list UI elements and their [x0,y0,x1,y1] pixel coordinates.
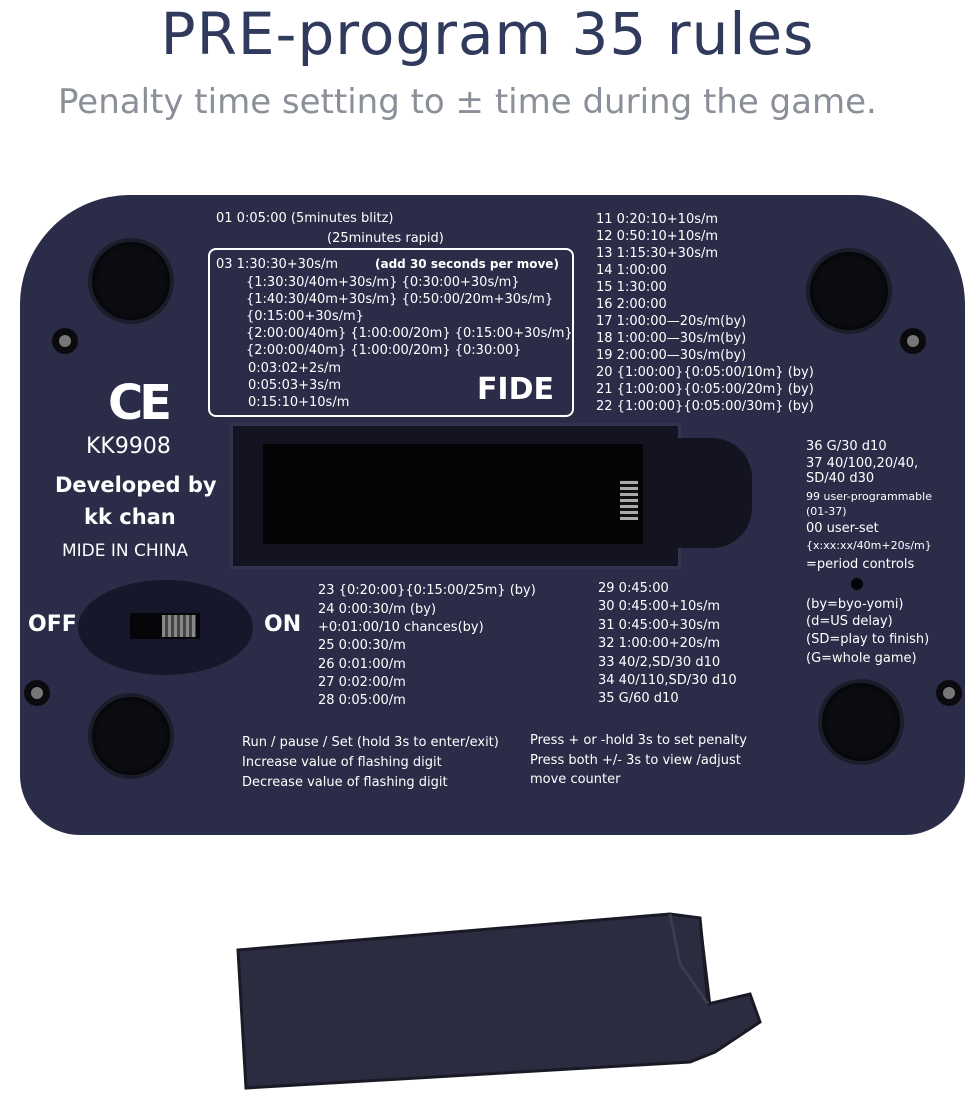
rubber-foot-top-right [810,252,888,330]
rule-row: 25 0:00:30/m [318,638,406,653]
power-switch-housing [78,580,253,675]
screw-icon [24,680,50,706]
instruction-move-counter: move counter [530,772,621,787]
ce-mark: CE [108,375,172,431]
rule-row: 13 1:15:30+30s/m [596,246,719,261]
rule-row: 14 1:00:00 [596,263,667,278]
rubber-foot-bottom-left [92,697,170,775]
rule-row: 12 0:50:10+10s/m [596,229,719,244]
rule-03-note: (add 30 seconds per move) [375,257,559,271]
screw-icon [900,328,926,354]
rule-99: 99 user-programmable [806,490,932,503]
rule-row: 19 2:00:00—30s/m(by) [596,348,747,363]
rule-37-cont: SD/40 d30 [806,471,875,486]
rule-row: 24 0:00:30/m (by) [318,602,437,617]
battery-cover-lid[interactable] [230,912,770,1092]
rule-37: 37 40/100,20/40, [806,456,919,471]
rule-row: 23 {0:20:00}{0:15:00/25m} (by) [318,583,536,598]
rule-00-format: {x:xx:xx/40m+20s/m} [806,539,932,552]
instruction-penalty: Press + or -hold 3s to set penalty [530,733,747,748]
battery-compartment [230,423,681,569]
rule-row: 17 1:00:00—20s/m(by) [596,314,747,329]
legend-g: (G=whole game) [806,651,917,666]
fide-row: {2:00:00/40m} {1:00:00/20m} {0:30:00} [246,343,522,358]
rule-row: 28 0:05:00/m [318,693,406,708]
fide-row: {2:00:00/40m} {1:00:00/20m} {0:15:00+30s… [246,326,573,341]
instruction-decrease: Decrease value of flashing digit [242,775,448,790]
fide-rules-box: 03 1:30:30+30s/m (add 30 seconds per mov… [208,248,574,417]
fide-row: 0:15:10+10s/m [248,395,350,410]
developer-line2: kk chan [84,505,176,529]
rule-00: 00 user-set [806,521,879,536]
rule-row: 34 40/110,SD/30 d10 [598,673,737,688]
rule-row: 30 0:45:00+10s/m [598,599,721,614]
model-number: KK9908 [86,434,171,459]
developer-line1: Developed by [55,473,217,497]
legend-by: (by=byo-yomi) [806,597,904,612]
fide-row: {1:30:30/40m+30s/m} {0:30:00+30s/m} [246,275,520,290]
rule-36: 36 G/30 d10 [806,439,887,454]
rule-00-desc: =period controls [806,557,915,572]
rule-row: 33 40/2,SD/30 d10 [598,655,721,670]
fide-row: {0:15:00+30s/m} [246,309,364,324]
fide-row: 0:05:03+3s/m [248,378,342,393]
fide-row: 0:03:02+2s/m [248,361,342,376]
rule-row: 26 0:01:00/m [318,657,406,672]
origin-label: MIDE IN CHINA [62,541,189,561]
power-switch-slot [130,613,200,639]
rule-row: 32 1:00:00+20s/m [598,636,721,651]
instruction-view: Press both +/- 3s to view /adjust [530,753,741,768]
rule-row: +0:01:00/10 chances(by) [318,620,484,635]
rule-row: 31 0:45:00+30s/m [598,618,721,633]
rule-99-range: (01-37) [806,505,847,518]
rubber-foot-bottom-right [822,683,900,761]
screw-icon [52,328,78,354]
instruction-run: Run / pause / Set (hold 3s to enter/exit… [242,735,499,750]
rule-row: 16 2:00:00 [596,297,667,312]
page-subtitle: Penalty time setting to ± time during th… [58,82,877,122]
fide-badge: FIDE [476,372,554,407]
power-switch[interactable] [162,615,196,637]
battery-spring-icon [620,480,638,520]
fide-row: {1:40:30/40m+30s/m} {0:50:00/20m+30s/m} [246,292,554,307]
off-label: OFF [28,612,77,637]
legend-d: (d=US delay) [806,614,893,629]
legend-sd: (SD=play to finish) [806,632,930,647]
rule-01: 01 0:05:00 (5minutes blitz) [216,211,394,226]
rule-row: 20 {1:00:00}{0:05:00/10m} (by) [596,365,814,380]
page-title: PRE-program 35 rules [160,0,815,68]
rule-row: 22 {1:00:00}{0:05:00/30m} (by) [596,399,814,414]
on-label: ON [264,612,302,637]
rule-row: 15 1:30:00 [596,280,667,295]
rule-row: 29 0:45:00 [598,581,669,596]
rubber-foot-top-left [92,242,170,320]
rule-01-note: (25minutes rapid) [327,231,444,246]
instruction-increase: Increase value of flashing digit [242,755,442,770]
sensor-dot-icon [851,578,863,590]
rule-row: 18 1:00:00—30s/m(by) [596,331,747,346]
rule-row: 35 G/60 d10 [598,691,679,706]
battery-latch [672,438,752,548]
rule-03: 03 1:30:30+30s/m [216,257,339,272]
battery-slot [263,444,643,544]
screw-icon [936,680,962,706]
rule-row: 11 0:20:10+10s/m [596,212,719,227]
rule-row: 21 {1:00:00}{0:05:00/20m} (by) [596,382,814,397]
rule-row: 27 0:02:00/m [318,675,406,690]
